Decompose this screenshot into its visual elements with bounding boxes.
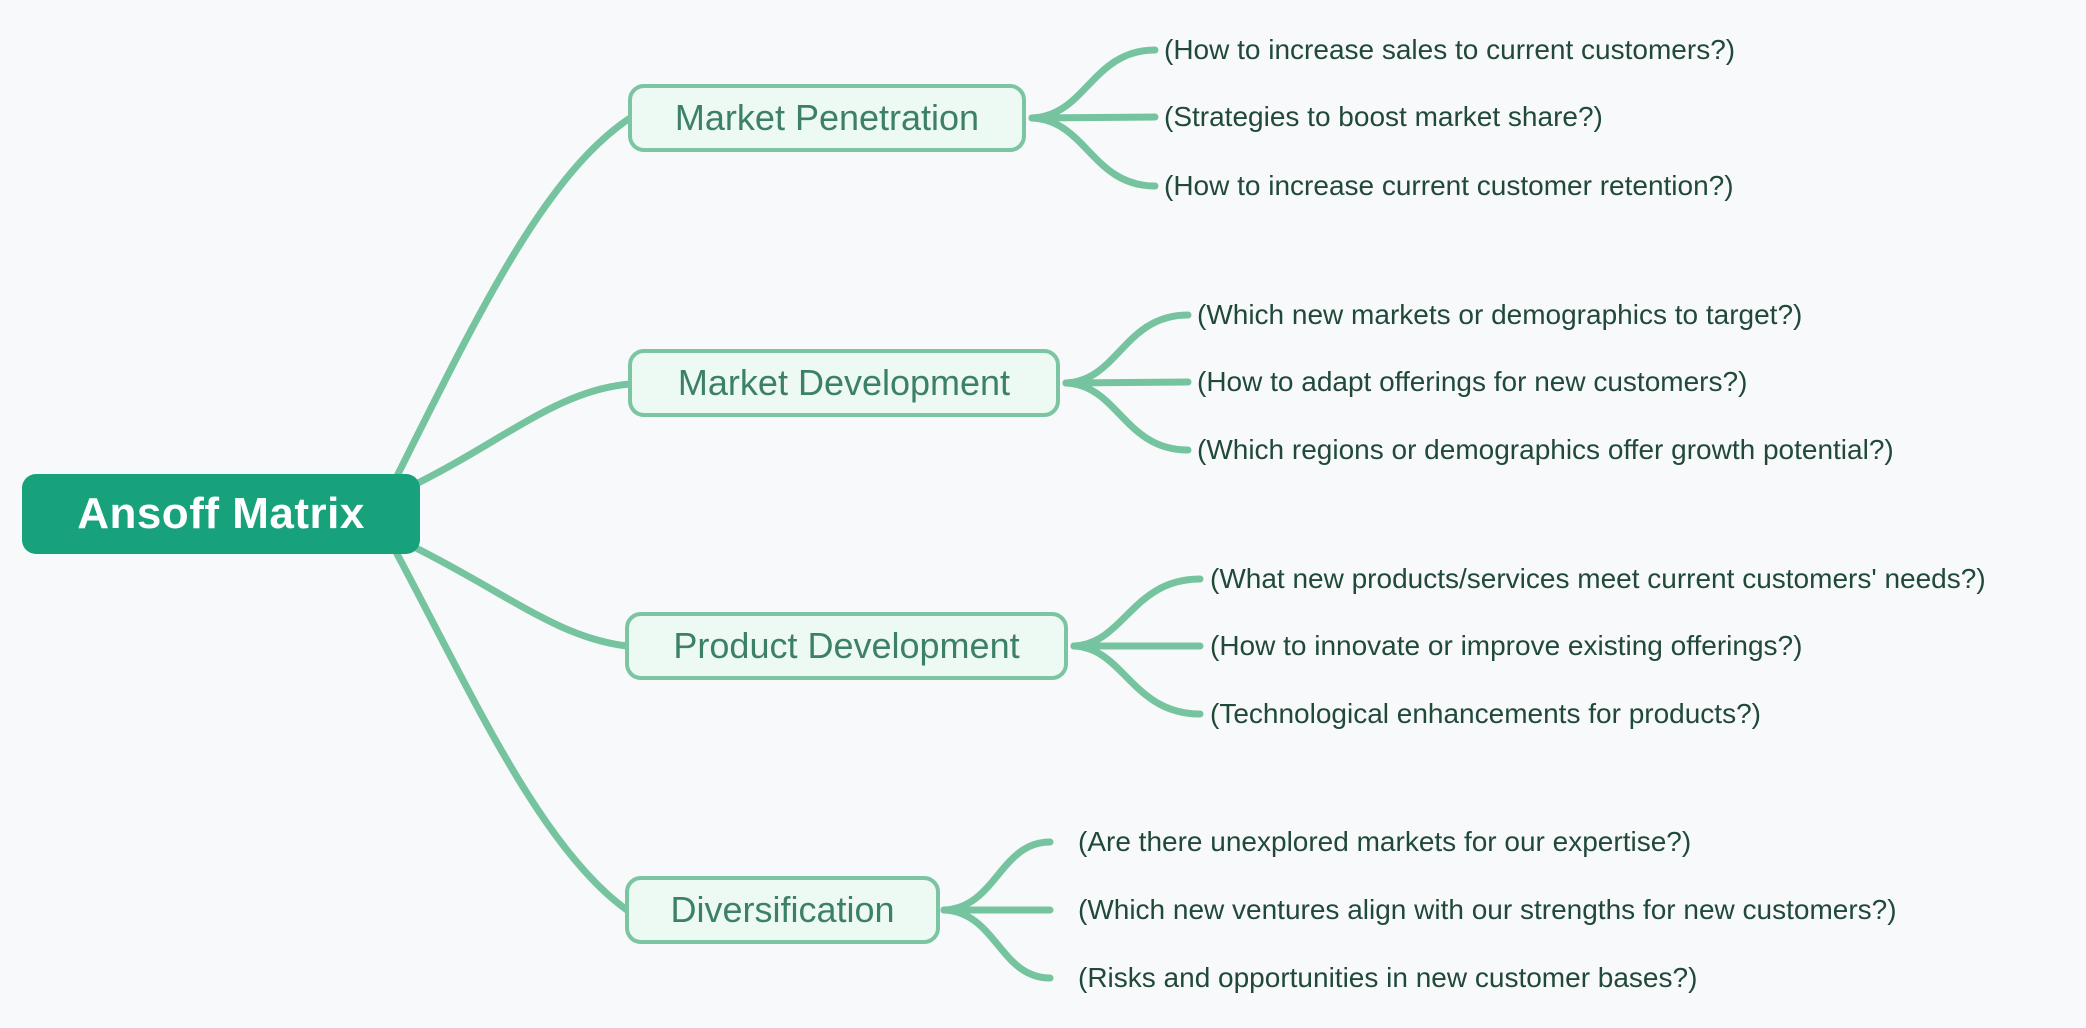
branch-node-label: Product Development bbox=[673, 625, 1020, 666]
edge-dv-leaf-2 bbox=[940, 906, 1054, 982]
leaf-item: (Which new ventures align with our stren… bbox=[1078, 894, 1897, 925]
leaf-item: (Which new markets or demographics to ta… bbox=[1197, 299, 1803, 330]
leaf-item: (How to adapt offerings for new customer… bbox=[1197, 366, 1748, 397]
edge-root-product-development bbox=[408, 542, 631, 650]
leaf-item: (Are there unexplored markets for our ex… bbox=[1078, 826, 1692, 857]
leaf-item: (Which regions or demographics offer gro… bbox=[1197, 434, 1894, 465]
edge-md-leaf-2 bbox=[1062, 379, 1192, 454]
edge-pd-leaf-2 bbox=[1070, 642, 1204, 718]
branch-node-label: Market Development bbox=[677, 362, 1011, 403]
edge-pd-leaf-0 bbox=[1070, 575, 1204, 650]
leaf-item: (How to increase sales to current custom… bbox=[1164, 34, 1736, 65]
branch-node-product-development: Product Development bbox=[625, 612, 1068, 680]
edge-md-leaf-0 bbox=[1062, 311, 1192, 387]
root-node-label: Ansoff Matrix bbox=[77, 489, 365, 538]
edge-mp-leaf-1 bbox=[1028, 113, 1159, 122]
edge-dv-leaf-0 bbox=[940, 838, 1054, 914]
branch-node-diversification: Diversification bbox=[625, 876, 940, 944]
branch-node-market-penetration: Market Penetration bbox=[628, 84, 1026, 152]
branch-node-market-development: Market Development bbox=[628, 349, 1060, 417]
leaf-item: (How to increase current customer retent… bbox=[1164, 170, 1734, 201]
edge-root-market-penetration bbox=[392, 114, 634, 482]
edge-root-diversification bbox=[392, 548, 631, 914]
leaf-item: (Technological enhancements for products… bbox=[1210, 698, 1761, 729]
edge-md-leaf-1 bbox=[1062, 378, 1192, 387]
leaf-item: (How to innovate or improve existing off… bbox=[1210, 630, 1803, 661]
edge-root-market-development bbox=[408, 380, 634, 490]
root-node-ansoff-matrix: Ansoff Matrix bbox=[22, 474, 420, 554]
leaf-item: (Risks and opportunities in new customer… bbox=[1078, 962, 1698, 993]
branch-node-label: Market Penetration bbox=[674, 97, 980, 138]
branch-node-label: Diversification bbox=[670, 889, 895, 930]
edge-mp-leaf-2 bbox=[1028, 114, 1159, 190]
edge-mp-leaf-0 bbox=[1028, 46, 1159, 122]
leaf-item: (Strategies to boost market share?) bbox=[1164, 101, 1603, 132]
leaf-item: (What new products/services meet current… bbox=[1210, 563, 1986, 594]
